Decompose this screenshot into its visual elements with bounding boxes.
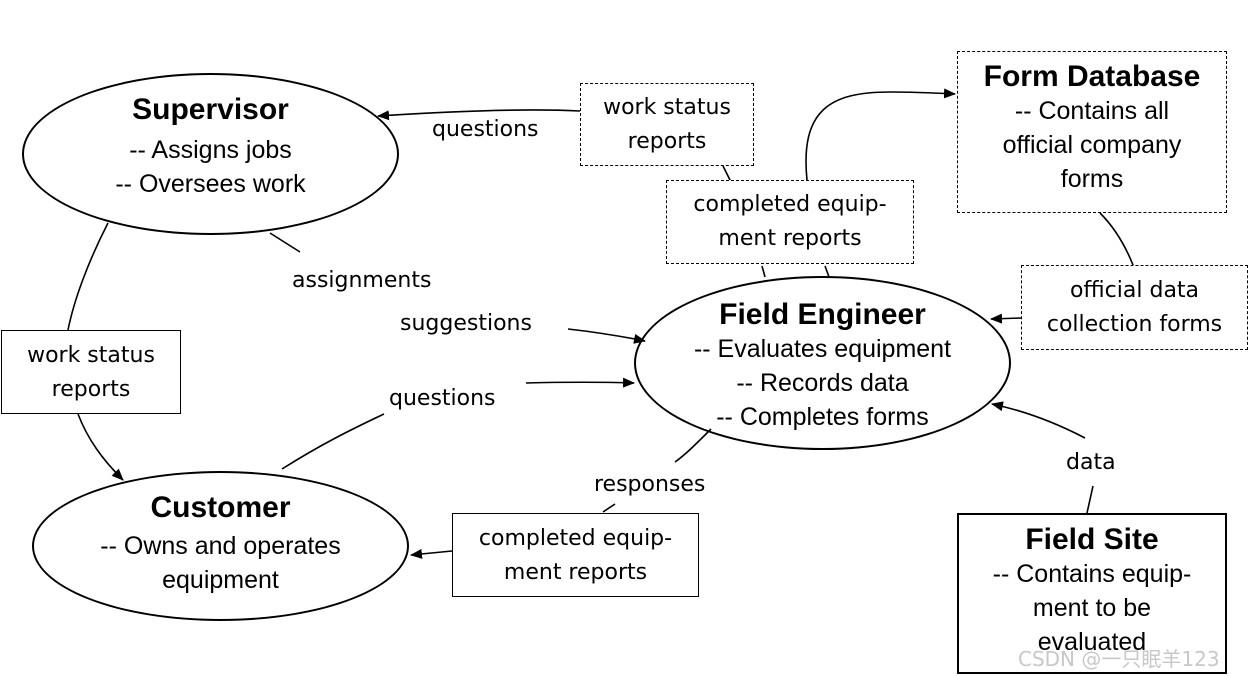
flow-completed-top-line-2: ment reports — [718, 226, 862, 251]
flow-completed-bottom-line-1: completed equip- — [478, 526, 673, 551]
form-database-title: Form Database — [983, 60, 1201, 93]
flow-work-status-top-line-2: reports — [627, 129, 707, 154]
flow-completed-bottom-line-2: ment reports — [503, 560, 648, 585]
flow-completed-reports-top: completed equip- ment reports — [666, 180, 914, 264]
label-suggestions: suggestions — [400, 311, 532, 337]
flow-official-forms-line-1: official data — [1069, 278, 1200, 303]
line-supervisor-to-work-status — [67, 222, 109, 331]
flow-completed-top-line-1: completed equip- — [693, 192, 887, 217]
field-engineer-title: Field Engineer — [719, 298, 926, 331]
node-supervisor: Supervisor -- Assigns jobs -- Oversees w… — [22, 73, 399, 235]
arrow-suggestions-to-engineer — [567, 328, 646, 344]
label-assignments: assignments — [292, 268, 432, 294]
arrow-to-form-database — [805, 88, 956, 181]
flow-completed-reports-bottom: completed equip- ment reports — [452, 513, 699, 597]
flow-work-status-left-line-1: work status — [27, 343, 155, 368]
supervisor-line-2: -- Oversees work — [115, 170, 306, 198]
field-engineer-line-1: -- Evaluates equipment — [693, 335, 952, 363]
flow-work-status-reports-left: work status reports — [1, 330, 181, 414]
customer-line-2: equipment — [162, 566, 279, 594]
flow-work-status-top-line-1: work status — [603, 95, 731, 120]
arrow-questions-to-engineer — [525, 377, 635, 388]
field-site-line-3: evaluated — [1037, 628, 1147, 656]
field-engineer-line-3: -- Completes forms — [716, 403, 929, 431]
flow-official-forms: official data collection forms — [1021, 265, 1248, 350]
label-questions-mid: questions — [389, 386, 496, 412]
flow-work-status-reports-top: work status reports — [580, 83, 754, 166]
field-site-line-2: ment to be — [1032, 594, 1152, 622]
arrow-work-status-to-supervisor — [377, 109, 581, 121]
flow-official-forms-line-2: collection forms — [1046, 312, 1223, 337]
supervisor-title: Supervisor — [132, 93, 289, 126]
line-field-site-to-data — [1086, 485, 1094, 514]
supervisor-line-1: -- Assigns jobs — [129, 136, 292, 164]
node-customer: Customer -- Owns and operates equipment — [32, 471, 409, 621]
label-responses: responses — [594, 472, 706, 498]
label-questions-top: questions — [432, 117, 539, 143]
form-database-line-3: forms — [1060, 165, 1124, 193]
arrow-forms-to-engineer — [990, 313, 1022, 324]
node-field-engineer: Field Engineer -- Evaluates equipment --… — [634, 276, 1011, 450]
line-engineer-responses — [674, 428, 712, 463]
line-form-database-to-forms — [1099, 212, 1134, 266]
customer-line-1: -- Owns and operates — [100, 532, 341, 560]
customer-title: Customer — [150, 491, 291, 524]
field-site-line-1: -- Contains equip- — [992, 560, 1192, 588]
line-work-status-top-link — [722, 165, 732, 183]
line-supervisor-assignments — [269, 232, 301, 253]
form-database-line-1: -- Contains all — [1014, 97, 1170, 125]
form-database-line-2: official company — [1002, 131, 1182, 159]
line-engineer-to-completed-reports — [761, 265, 766, 278]
line-customer-questions — [281, 413, 385, 470]
arrow-data-to-engineer — [991, 401, 1086, 439]
node-field-site: Field Site -- Contains equip- ment to be… — [957, 513, 1227, 674]
arrow-work-status-to-customer — [77, 413, 124, 481]
flow-work-status-left-line-2: reports — [51, 377, 131, 402]
line-responses-to-box — [602, 503, 616, 513]
field-site-title: Field Site — [1025, 523, 1159, 556]
field-engineer-line-2: -- Records data — [736, 369, 909, 397]
arrow-reports-to-customer — [410, 548, 453, 559]
watermark: CSDN @一只眠羊123 — [1018, 647, 1220, 671]
node-form-database: Form Database -- Contains all official c… — [957, 51, 1227, 213]
label-data: data — [1066, 450, 1116, 476]
